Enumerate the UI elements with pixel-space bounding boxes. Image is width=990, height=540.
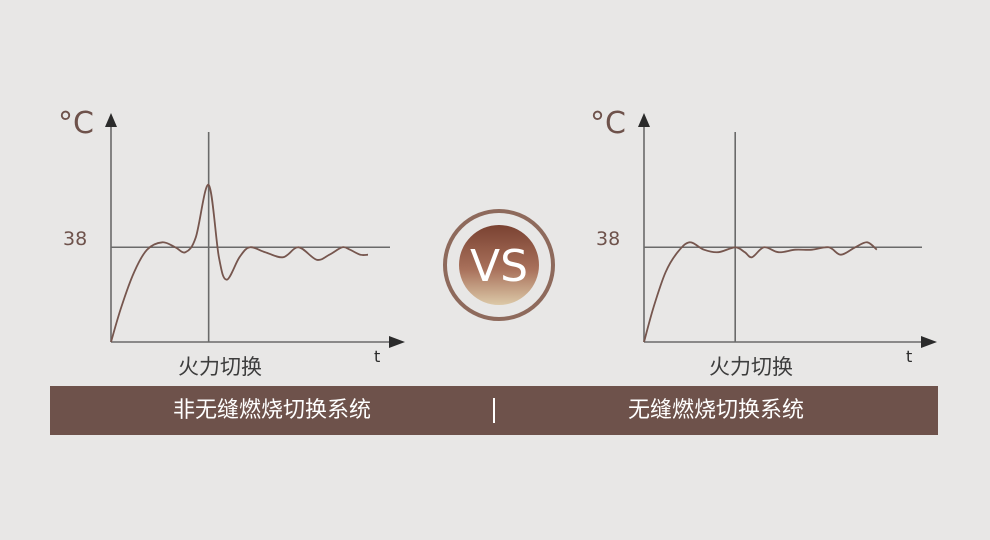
x-axis-label: t <box>906 347 912 366</box>
temperature-curve <box>110 183 369 343</box>
chart-left: °C 38 t 火力切换 <box>58 106 405 379</box>
y-axis-unit-label: °C <box>58 106 94 141</box>
vs-inner-circle <box>459 225 539 305</box>
y-axis-unit-label: °C <box>590 106 626 141</box>
vs-label: VS <box>470 241 528 292</box>
vs-badge: VS <box>443 209 555 321</box>
reference-value-label: 38 <box>596 228 620 250</box>
banner-label-seamless: 无缝燃烧切换系统 <box>627 398 804 423</box>
y-axis-arrow-icon <box>638 113 650 127</box>
reference-value-label: 38 <box>63 228 87 250</box>
x-axis-arrow-icon <box>921 336 937 348</box>
switch-marker-label: 火力切换 <box>709 355 793 379</box>
banner-divider <box>493 398 495 423</box>
temperature-curve <box>643 241 878 343</box>
x-axis-label: t <box>374 347 380 366</box>
x-axis-arrow-icon <box>389 336 405 348</box>
vs-outer-ring <box>443 209 555 321</box>
chart-right: °C 38 t 火力切换 <box>590 106 937 379</box>
switch-marker-label: 火力切换 <box>178 355 262 379</box>
banner-label-non-seamless: 非无缝燃烧切换系统 <box>172 398 371 423</box>
comparison-banner: 非无缝燃烧切换系统 无缝燃烧切换系统 <box>50 386 938 435</box>
y-axis-arrow-icon <box>105 113 117 127</box>
